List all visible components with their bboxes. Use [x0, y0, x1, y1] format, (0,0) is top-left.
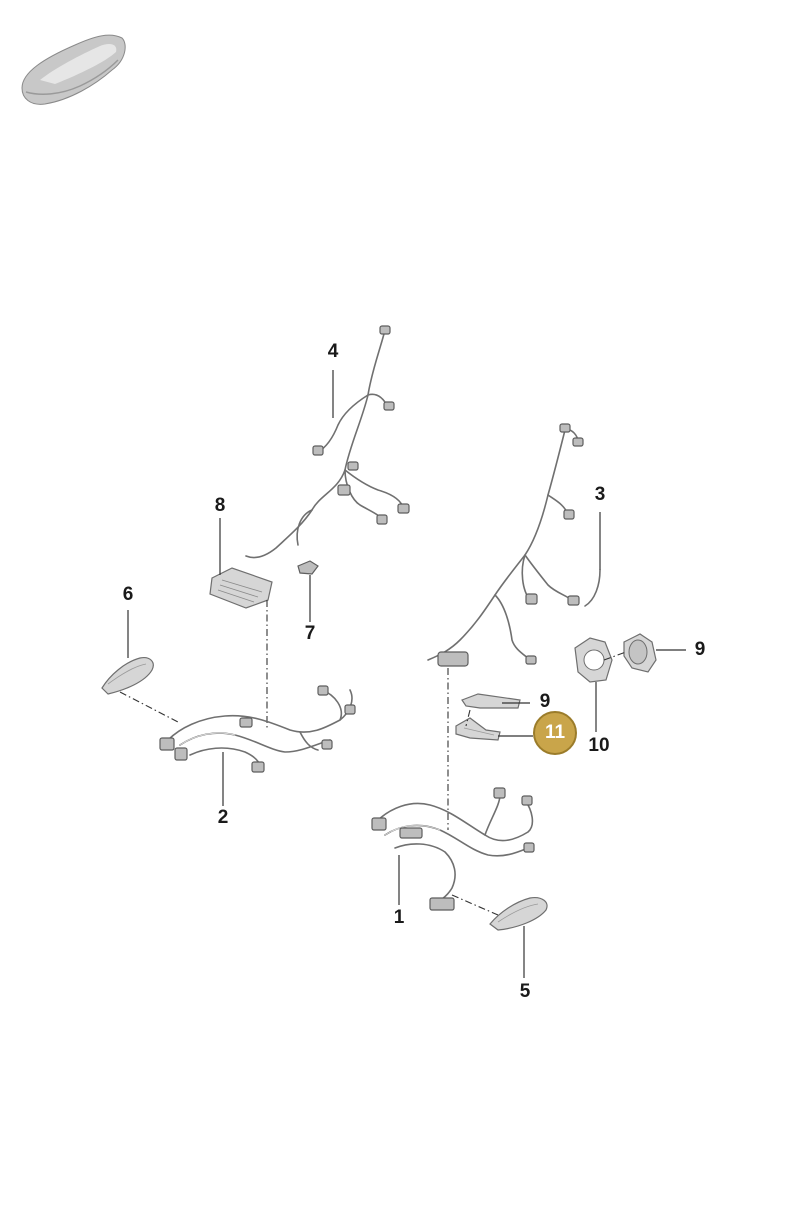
clip-part[interactable] — [297, 560, 319, 575]
harness-seat-base-right[interactable] — [371, 787, 535, 911]
side-trim-cover-right[interactable] — [489, 897, 548, 931]
car-silhouette-icon[interactable] — [21, 34, 126, 105]
callout-label-1: 1 — [393, 907, 405, 928]
control-unit[interactable] — [209, 567, 273, 609]
callout-label-9-upper: 9 — [694, 639, 706, 660]
flat-sensor-upper[interactable] — [461, 693, 521, 709]
highlighted-callout-11[interactable]: 11 — [533, 711, 577, 755]
callout-label-3: 3 — [594, 484, 606, 505]
callout-label-9-middle: 9 — [539, 691, 551, 712]
callout-label-10: 10 — [588, 735, 610, 756]
harness-seat-base-left[interactable] — [159, 685, 356, 773]
callout-label-4: 4 — [327, 341, 339, 362]
callout-label-6: 6 — [122, 584, 134, 605]
speaker-unit[interactable] — [623, 633, 657, 673]
harness-backrest-left[interactable] — [245, 325, 410, 559]
callout-label-7: 7 — [304, 623, 316, 644]
harness-backrest-right[interactable] — [427, 423, 601, 667]
callout-label-2: 2 — [217, 807, 229, 828]
callout-label-5: 5 — [519, 981, 531, 1002]
sensor-mat[interactable] — [455, 717, 501, 741]
gasket-ring[interactable] — [574, 637, 613, 683]
callout-label-8: 8 — [214, 495, 226, 516]
side-trim-cover-left[interactable] — [101, 657, 154, 695]
